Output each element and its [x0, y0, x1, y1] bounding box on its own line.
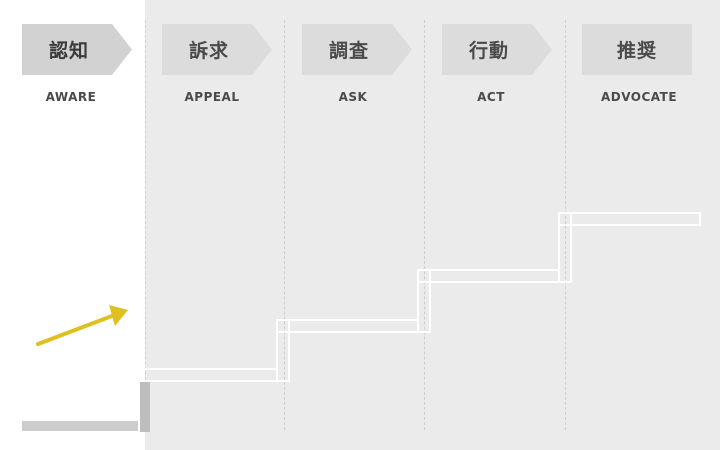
riser-act-advocate [558, 212, 572, 283]
stage-title-act: 行動 [468, 40, 509, 62]
step-appeal [140, 368, 278, 382]
step-act [417, 269, 560, 283]
stage-title-aware: 認知 [48, 40, 89, 62]
stage-tab-advocate: 推奨 [582, 24, 692, 75]
stage-tab-aware: 認知 [22, 24, 132, 75]
stage-subtitle-aware: AWARE [45, 90, 97, 104]
stage-subtitle-advocate: ADVOCATE [600, 90, 678, 104]
first-step-riser [140, 380, 150, 432]
stage-divider [424, 20, 425, 430]
stage-title-ask: 調査 [328, 40, 369, 62]
stage-tab-appeal: 訴求 [162, 24, 272, 75]
stage-subtitle-ask: ASK [338, 90, 368, 104]
riser-appeal-ask [276, 319, 290, 382]
step-ask [276, 319, 419, 333]
progress-arrow-icon [36, 305, 128, 346]
stage-tab-act: 行動 [442, 24, 552, 75]
stage-subtitle-appeal: APPEAL [184, 90, 240, 104]
stage-tab-ask: 調査 [302, 24, 412, 75]
stage-title-appeal: 訴求 [188, 40, 229, 62]
stage-title-advocate: 推奨 [616, 40, 657, 62]
riser-ask-act [417, 269, 431, 333]
step-advocate [558, 212, 701, 226]
stage-divider [284, 20, 285, 430]
steps-outline [140, 212, 701, 382]
stage-divider [145, 20, 146, 430]
stage-subtitle-act: ACT [477, 90, 505, 104]
ground-line [22, 421, 138, 431]
